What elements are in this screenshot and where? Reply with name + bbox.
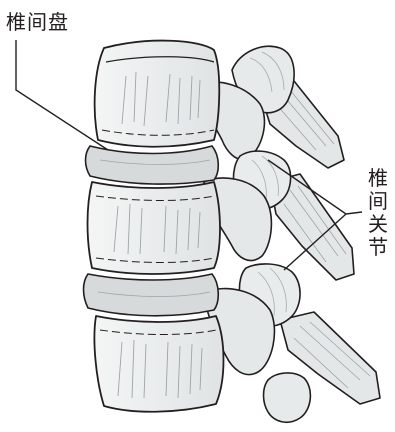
- inferior-articular-process-bottom: [264, 373, 311, 422]
- facet-joint-label-char-3: 关: [368, 214, 388, 234]
- vertebral-body-middle: [88, 182, 221, 274]
- facet-joint-label-char-1: 椎: [368, 168, 388, 188]
- facet-joint-label: 椎 间 关 节: [368, 168, 388, 257]
- vertebral-body-bottom: [94, 316, 223, 412]
- intervertebral-disc-label: 椎间盘: [6, 12, 69, 32]
- facet-joint-label-char-4: 节: [368, 237, 388, 257]
- intervertebral-disc-bottom: [84, 274, 219, 316]
- intervertebral-disc-top: [86, 146, 219, 184]
- facet-joint-label-char-2: 间: [368, 191, 388, 211]
